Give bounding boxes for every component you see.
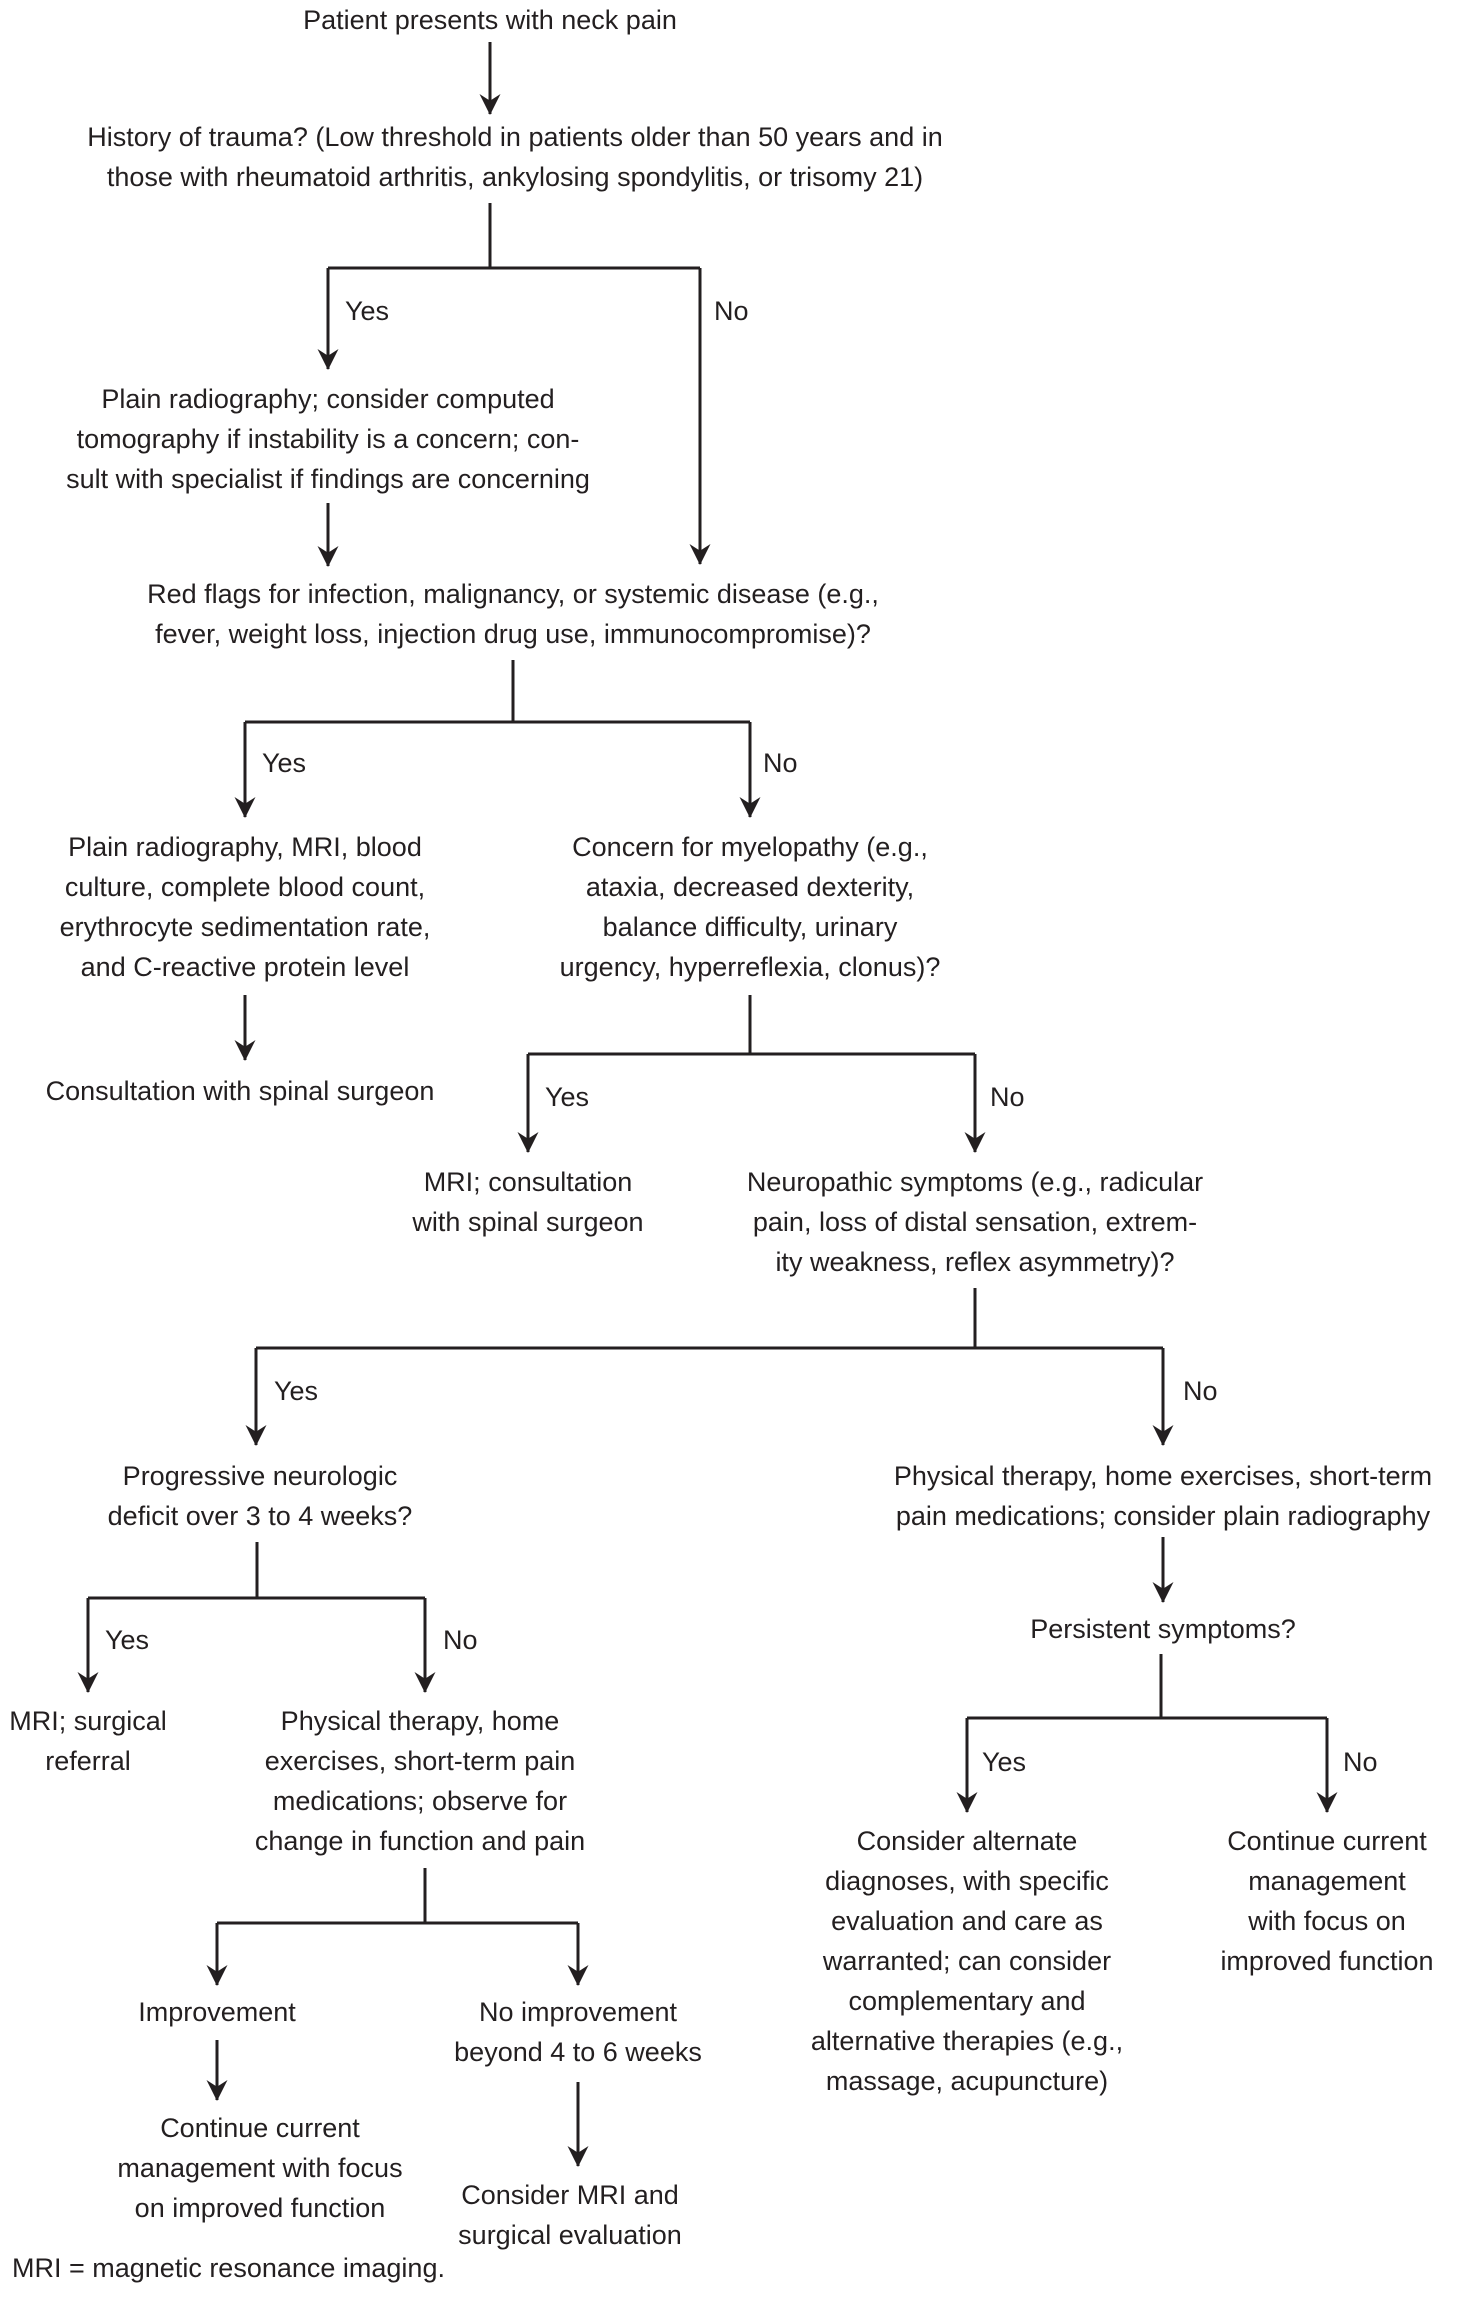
node-plain-radiography-ct: Plain radiography; consider computed tom… <box>66 384 590 494</box>
node-alternate-diagnoses: Consider alternate diagnoses, with speci… <box>810 1826 1124 2096</box>
label-myelopathy-no: No <box>990 1082 1025 1112</box>
label-persistent-yes: Yes <box>982 1747 1027 1777</box>
label-redflags-no: No <box>763 748 798 778</box>
node-mri-surgical-referral: MRI; surgical referral <box>9 1706 167 1776</box>
node-mri-consultation: MRI; consultation with spinal surgeon <box>412 1167 644 1237</box>
node-consultation-spinal-surgeon: Consultation with spinal surgeon <box>45 1076 435 1106</box>
node-question-persistent-symptoms: Persistent symptoms? <box>1030 1614 1296 1644</box>
node-question-history-of-trauma: History of trauma? (Low threshold in pat… <box>87 122 943 192</box>
node-improvement: Improvement <box>138 1997 296 2027</box>
node-start: Patient presents with neck pain <box>303 5 677 35</box>
label-progressive-no: No <box>443 1625 478 1655</box>
label-trauma-yes: Yes <box>345 296 390 326</box>
label-neuropathic-yes: Yes <box>274 1376 319 1406</box>
node-consider-mri-surgical: Consider MRI and surgical evaluation <box>458 2180 682 2250</box>
node-question-myelopathy: Concern for myelopathy (e.g., ataxia, de… <box>559 832 941 982</box>
label-progressive-yes: Yes <box>105 1625 150 1655</box>
label-redflags-yes: Yes <box>262 748 307 778</box>
node-question-red-flags: Red flags for infection, malignancy, or … <box>147 579 879 649</box>
node-continue-management-right: Continue current management with focus o… <box>1220 1826 1434 1976</box>
label-persistent-no: No <box>1343 1747 1378 1777</box>
footnote-abbreviation: MRI = magnetic resonance imaging. <box>12 2253 445 2283</box>
node-continue-management-left: Continue current management with focus o… <box>117 2113 403 2223</box>
connector-lines <box>77 42 1338 2168</box>
node-no-improvement: No improvement beyond 4 to 6 weeks <box>454 1997 702 2067</box>
node-question-progressive-deficit: Progressive neurologic deficit over 3 to… <box>107 1461 413 1531</box>
node-pt-observe: Physical therapy, home exercises, short-… <box>254 1706 586 1856</box>
node-pt-consider-radiography: Physical therapy, home exercises, short-… <box>893 1461 1433 1531</box>
node-question-neuropathic-symptoms: Neuropathic symptoms (e.g., radicular pa… <box>746 1167 1204 1277</box>
label-myelopathy-yes: Yes <box>545 1082 590 1112</box>
label-trauma-no: No <box>714 296 749 326</box>
label-neuropathic-no: No <box>1183 1376 1218 1406</box>
node-infection-workup: Plain radiography, MRI, blood culture, c… <box>59 832 431 982</box>
